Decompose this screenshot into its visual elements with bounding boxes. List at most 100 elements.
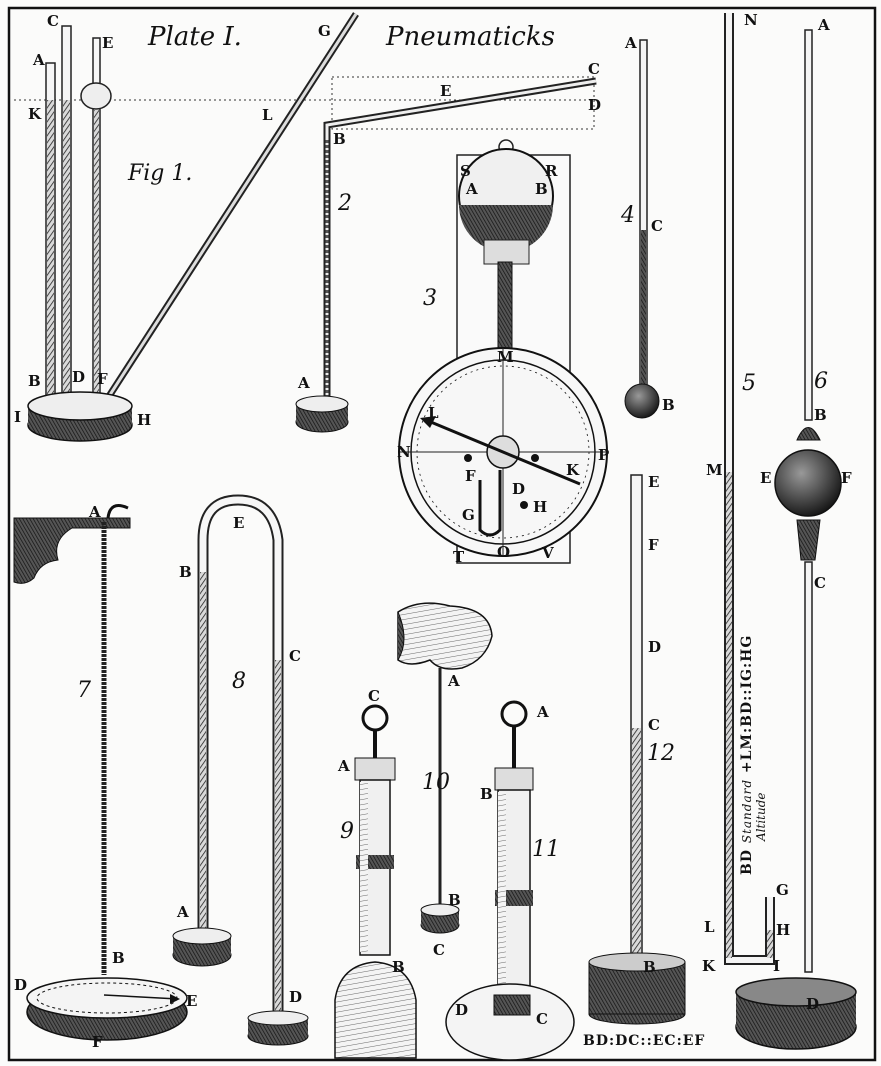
fig8-label-a: A: [176, 903, 189, 921]
fig12-number: 12: [647, 741, 675, 766]
fig3-label-s: S: [460, 162, 471, 180]
fig7-hanging-cord: [13, 504, 188, 1041]
fig10-number: 10: [422, 770, 450, 795]
fig1-label-b: B: [28, 372, 41, 390]
fig12-label-d: D: [648, 638, 661, 656]
fig3-label-l: L: [428, 404, 439, 422]
fig6-label-e: E: [760, 469, 771, 487]
fig3-label-n: N: [397, 443, 411, 461]
fig9-label-b: B: [392, 958, 405, 976]
fig5-note-prefix: BD: [739, 849, 755, 875]
fig1-label-i: I: [14, 408, 21, 426]
fig6-label-b: B: [814, 406, 827, 424]
fig12-tube-in-vessel: [588, 474, 686, 1025]
fig2-label-b: B: [333, 130, 346, 148]
fig1-label-l: L: [262, 106, 273, 124]
fig2-label-d: D: [588, 96, 601, 114]
fig11-label-d: D: [455, 1001, 468, 1019]
fig8-label-b: B: [179, 563, 192, 581]
fig9-number: 9: [340, 819, 354, 844]
fig5-label-n: N: [744, 11, 758, 29]
fig5-note-ratio: +LM:BD::IG:HG: [739, 635, 755, 773]
fig6-number: 6: [814, 369, 828, 394]
fig3-label-k: K: [566, 461, 580, 479]
fig3-label-p: P: [598, 446, 609, 464]
fig4-number: 4: [620, 203, 635, 228]
fig1-label-k: K: [28, 105, 42, 123]
fig7-label-b: B: [112, 949, 125, 967]
fig8-number: 8: [232, 669, 246, 694]
fig1-label-a: A: [32, 51, 45, 69]
fig9-syringe-bell: [334, 704, 417, 1059]
fig1-tubes: [27, 12, 359, 442]
fig1-label-g: G: [318, 22, 331, 40]
fig3-label-t: T: [453, 548, 465, 566]
fig4-label-b: B: [662, 396, 675, 414]
fig3-label-f: F: [465, 467, 476, 485]
fig1-label-e: E: [102, 34, 113, 52]
fig9-label-a: A: [337, 757, 350, 775]
fig1-number: Fig 1.: [127, 161, 192, 186]
fig12-label-b: B: [643, 958, 656, 976]
fig10-label-b: B: [448, 891, 461, 909]
fig12-label-e: E: [648, 473, 659, 491]
plate-subject: Pneumaticks: [385, 22, 555, 52]
svg-text:BD Standard +LM:BD::IG:HG: BD Standard +LM:BD::IG:HG: [739, 635, 755, 875]
fig3-label-h: H: [533, 498, 547, 516]
fig1-label-d: D: [72, 368, 85, 386]
fig5-proportion-note: BD Standard +LM:BD::IG:HG Altitude: [739, 635, 768, 875]
fig5-label-k: K: [702, 957, 716, 975]
fig11-syringe-stand: [445, 700, 575, 1061]
fig1-label-h: H: [137, 411, 151, 429]
fig5-label-h: H: [776, 921, 790, 939]
fig5-note-altitude: Altitude: [754, 793, 768, 843]
fig3-label-r: R: [545, 162, 558, 180]
fig7-number: 7: [77, 678, 91, 703]
fig3-label-g: G: [462, 506, 475, 524]
fig10-label-a: A: [447, 672, 460, 690]
fig3-label-b: B: [535, 180, 548, 198]
fig2-number: 2: [337, 191, 352, 216]
fig4-label-a: A: [624, 34, 637, 52]
fig9-label-c: C: [368, 687, 380, 705]
fig2-label-e: E: [440, 82, 451, 100]
fig5-long-tube: [724, 13, 775, 965]
fig8-label-d: D: [289, 988, 302, 1006]
fig5-label-g: G: [776, 881, 789, 899]
fig3-label-m: M: [497, 348, 514, 366]
plate-border: [7, 6, 877, 1062]
fig12-ratio: BD:DC::EC:EF: [583, 1033, 705, 1049]
fig6-label-a: A: [817, 16, 830, 34]
fig3-label-a: A: [465, 180, 478, 198]
fig2-bent-tube: [295, 76, 597, 433]
fig3-label-o: O: [497, 543, 510, 561]
fig5-note-standard: Standard: [740, 779, 754, 843]
fig3-number: 3: [423, 286, 437, 311]
fig7-label-a: A: [88, 503, 101, 521]
fig2-label-a: A: [297, 374, 310, 392]
fig8-label-e: E: [233, 514, 244, 532]
fig3-barometer-dial: [398, 139, 608, 564]
fig6-bulb-tube: [735, 29, 857, 1050]
fig10-head-on-rod: [397, 602, 493, 934]
fig11-label-c: C: [536, 1010, 548, 1028]
fig6-label-f: F: [841, 469, 852, 487]
fig8-siphon: [172, 494, 309, 1046]
fig11-label-b: B: [480, 785, 493, 803]
fig8-label-c: C: [289, 647, 301, 665]
fig5-label-m: M: [706, 461, 723, 479]
fig10-label-c: C: [433, 941, 445, 959]
fig1-label-f: F: [97, 370, 108, 388]
fig3-label-v: V: [541, 544, 554, 562]
plate-title: Plate I.: [147, 22, 242, 52]
fig2-label-c: C: [588, 60, 600, 78]
fig6-label-c: C: [814, 574, 826, 592]
fig4-thermometer: [624, 39, 660, 419]
fig7-label-e: E: [186, 992, 197, 1010]
fig6-label-d: D: [806, 995, 819, 1013]
fig5-number: 5: [742, 371, 756, 396]
fig7-label-f: F: [92, 1033, 103, 1051]
fig5-label-l: L: [704, 918, 715, 936]
fig3-label-d: D: [512, 480, 525, 498]
